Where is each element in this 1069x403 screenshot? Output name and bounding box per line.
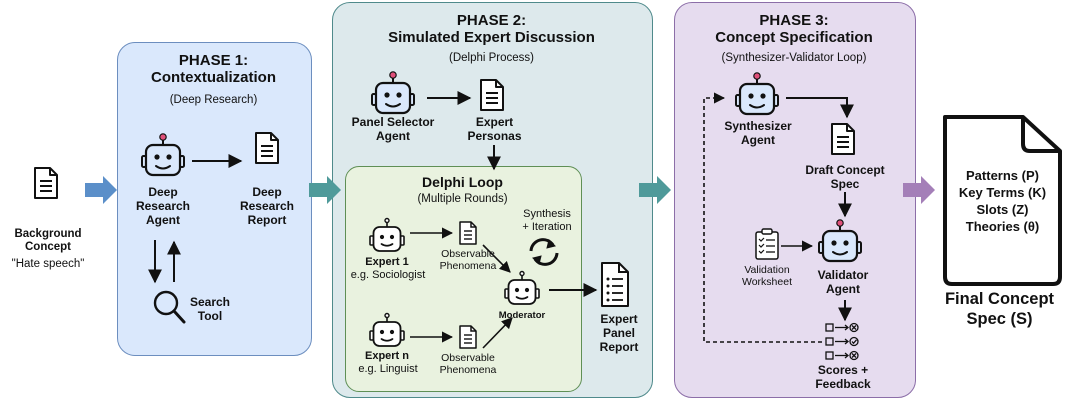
observable-phenomena-2-doc-icon bbox=[459, 325, 477, 349]
observable-phenomena-1-doc-icon bbox=[459, 221, 477, 245]
phase2-title: PHASE 2:Simulated Expert Discussion bbox=[388, 12, 595, 47]
expert-1-robot-icon bbox=[369, 217, 405, 252]
panel-selector-agent-robot-icon bbox=[370, 70, 416, 115]
delphi-loop-panel bbox=[345, 166, 582, 392]
feedback-loop-arrow bbox=[703, 92, 822, 343]
flow-arrow-to-phase3 bbox=[639, 176, 671, 204]
synthesizer-agent-robot-icon bbox=[734, 71, 780, 116]
moderator-label: Moderator bbox=[498, 310, 546, 321]
flow-arrow-to-output bbox=[903, 176, 935, 204]
validation-worksheet-clipboard-icon bbox=[755, 228, 779, 260]
final-spec-contents: Patterns (P) Key Terms (K) Slots (Z) The… bbox=[958, 168, 1047, 234]
expert-1-name: Expert 1 bbox=[365, 256, 409, 268]
flow-arrow-to-phase2 bbox=[309, 176, 341, 204]
expert-n-robot-icon bbox=[369, 312, 405, 347]
delphi-loop-subtitle: (Multiple Rounds) bbox=[417, 193, 508, 205]
background-concept-example: "Hate speech" bbox=[11, 258, 85, 270]
expert-personas-doc-icon bbox=[480, 79, 504, 111]
moderator-robot-icon bbox=[504, 270, 540, 305]
scores-checklist-icon bbox=[825, 322, 859, 361]
final-spec-document-icon bbox=[943, 115, 1062, 286]
draft-concept-spec-doc-icon bbox=[831, 123, 855, 155]
phase2-subtitle: (Delphi Process) bbox=[449, 52, 534, 64]
phase1-subtitle: (Deep Research) bbox=[169, 94, 258, 106]
synthesis-iteration-label: Synthesis+ Iteration bbox=[522, 208, 572, 233]
delphi-loop-title: Delphi Loop bbox=[422, 174, 503, 190]
deep-research-agent-robot-icon bbox=[140, 132, 186, 177]
scores-feedback-label: Scores +Feedback bbox=[815, 363, 871, 391]
expert-n-name: Expert n bbox=[364, 350, 409, 362]
phase1-panel bbox=[117, 42, 312, 356]
phase3-subtitle: (Synthesizer-Validator Loop) bbox=[721, 52, 867, 64]
deep-research-report-doc-icon bbox=[255, 132, 279, 164]
phase1-title: PHASE 1:Contextualization bbox=[150, 52, 276, 87]
expert-1-role: e.g. Sociologist bbox=[350, 269, 426, 281]
background-concept-doc-icon bbox=[34, 167, 58, 199]
search-tool-magnifier-icon bbox=[153, 290, 186, 324]
phase3-title: PHASE 3:Concept Specification bbox=[715, 12, 873, 47]
synthesis-cycle-icon bbox=[529, 238, 559, 266]
expert-panel-report-doc-icon bbox=[601, 262, 629, 307]
expert-n-role: e.g. Linguist bbox=[358, 363, 418, 375]
flow-arrow-to-phase1 bbox=[85, 176, 117, 204]
phase3-panel bbox=[674, 2, 916, 398]
validator-agent-robot-icon bbox=[817, 218, 863, 263]
